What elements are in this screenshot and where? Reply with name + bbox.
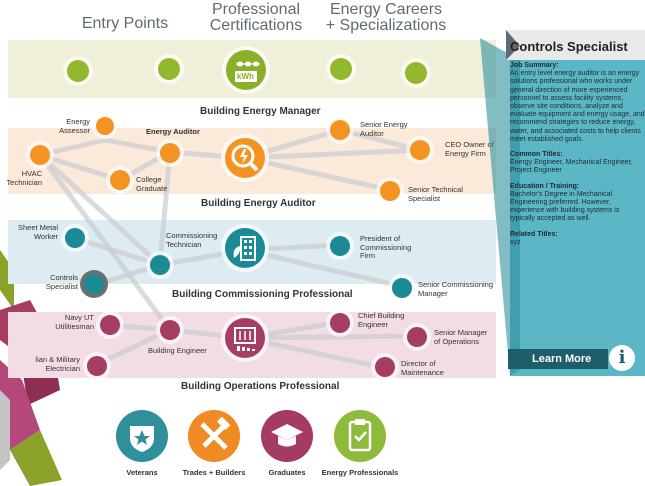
veterans-label: Veterans <box>126 468 158 477</box>
label-college-graduate: College Graduate <box>136 175 168 193</box>
operations-control-panel-icon[interactable] <box>225 318 265 358</box>
manager-cert-node[interactable] <box>158 58 180 80</box>
node-senior-commissioning-manager[interactable] <box>392 278 412 298</box>
node-energy-assessor[interactable] <box>96 117 114 135</box>
graduates-label: Graduates <box>268 468 306 477</box>
label-controls-specialist: Controls Specialist <box>45 273 78 291</box>
label-senior-commissioning-manager: Senior Commissioning Manager <box>418 280 494 298</box>
column-header-careers: Energy Careers + Specializations <box>325 1 447 34</box>
band-title-manager: Building Energy Manager <box>200 106 321 117</box>
energy-professionals-clipboard-icon[interactable] <box>334 410 386 462</box>
commissioning-building-icon[interactable] <box>225 228 265 268</box>
label-president-commissioning: President of Commissioning Firm <box>360 234 412 260</box>
label-energy-assessor: Energy Assessor <box>59 117 90 135</box>
node-college-graduate[interactable] <box>110 170 130 190</box>
node-civilian-military-electrician[interactable] <box>87 356 107 376</box>
job-summary-text: An entry level energy auditor is an ener… <box>510 70 645 143</box>
label-energy-auditor: Energy Auditor <box>146 127 200 136</box>
label-senior-energy-auditor: Senior Energy Auditor <box>360 120 408 138</box>
label-navy-ut: Navy UT Utilitiesman <box>55 313 94 331</box>
node-commissioning-technician[interactable] <box>150 255 170 275</box>
learn-more-label: Learn More <box>532 353 592 365</box>
label-civilian-military-electrician: lian & Military Electrician <box>35 355 80 373</box>
label-senior-technical-specialist: Senior Technical Specialist <box>408 185 463 203</box>
info-panel-frame <box>480 30 645 376</box>
education-text: Bachelor's Degree in Mechanical Engineer… <box>510 190 620 223</box>
common-titles-text: Energy Engineer, Mechanical Engineer, Pr… <box>510 159 633 175</box>
node-ceo-owner[interactable] <box>410 140 430 160</box>
label-building-engineer: Building Engineer <box>148 346 207 355</box>
node-director-maintenance[interactable] <box>375 357 395 377</box>
related-titles-label: Related Titles: <box>510 230 558 238</box>
common-titles-label: Common Titles: <box>510 151 563 159</box>
column-header-certs: Professional Certifications <box>209 1 303 34</box>
graduates-cap-icon[interactable] <box>261 410 313 462</box>
node-senior-manager-operations[interactable] <box>407 327 427 347</box>
energy-manager-leaf-icon[interactable]: kWh <box>226 50 266 90</box>
node-chief-building-engineer[interactable] <box>330 313 350 333</box>
node-energy-auditor[interactable] <box>160 143 180 163</box>
job-summary-label: Job Summary: <box>510 62 559 69</box>
related-titles-text: xyz <box>510 238 521 246</box>
label-hvac-technician: HVAC Technician <box>6 169 42 187</box>
trades-wrench-hammer-icon[interactable] <box>188 410 240 462</box>
veterans-star-shield-icon[interactable] <box>116 410 168 462</box>
band-title-operations: Building Operations Professional <box>181 381 340 392</box>
label-director-maintenance: Director of Maintenance <box>401 359 444 377</box>
manager-entry-node[interactable] <box>67 60 89 82</box>
band-title-auditor: Building Energy Auditor <box>201 198 316 209</box>
energy-auditor-magnifier-icon[interactable] <box>225 138 265 178</box>
node-president-commissioning[interactable] <box>330 236 350 256</box>
label-sheet-metal-worker: Sheet Metal Worker <box>17 223 58 241</box>
node-sheet-metal-worker[interactable] <box>65 228 85 248</box>
education-label: Education / Training: <box>510 182 580 190</box>
energy-professionals-label: Energy Professionals <box>321 468 399 477</box>
info-panel-title: Controls Specialist <box>510 39 628 54</box>
manager-career-node-1[interactable] <box>330 58 352 80</box>
node-navy-ut[interactable] <box>100 315 120 335</box>
label-chief-building-engineer: Chief Building Engineer <box>358 311 405 329</box>
node-building-engineer[interactable] <box>160 320 180 340</box>
kwh-label: kWh <box>237 72 254 81</box>
info-icon[interactable]: i <box>609 345 635 371</box>
label-senior-manager-operations: Senior Manager of Operations <box>434 328 488 346</box>
band-title-commissioning: Building Commissioning Professional <box>172 289 353 300</box>
node-senior-technical-specialist[interactable] <box>380 181 400 201</box>
column-header-entry: Entry Points <box>81 15 169 32</box>
info-panel-body: Job Summary:An entry level energy audito… <box>510 62 645 362</box>
label-commissioning-technician: Commissioning Technician <box>166 231 218 249</box>
manager-career-node-2[interactable] <box>405 62 427 84</box>
learn-more-button[interactable]: Learn More <box>508 349 608 369</box>
node-senior-energy-auditor[interactable] <box>330 120 350 140</box>
node-hvac-technician[interactable] <box>30 145 50 165</box>
node-controls-specialist[interactable] <box>84 274 104 294</box>
trades-label: Trades + Builders <box>182 468 246 477</box>
